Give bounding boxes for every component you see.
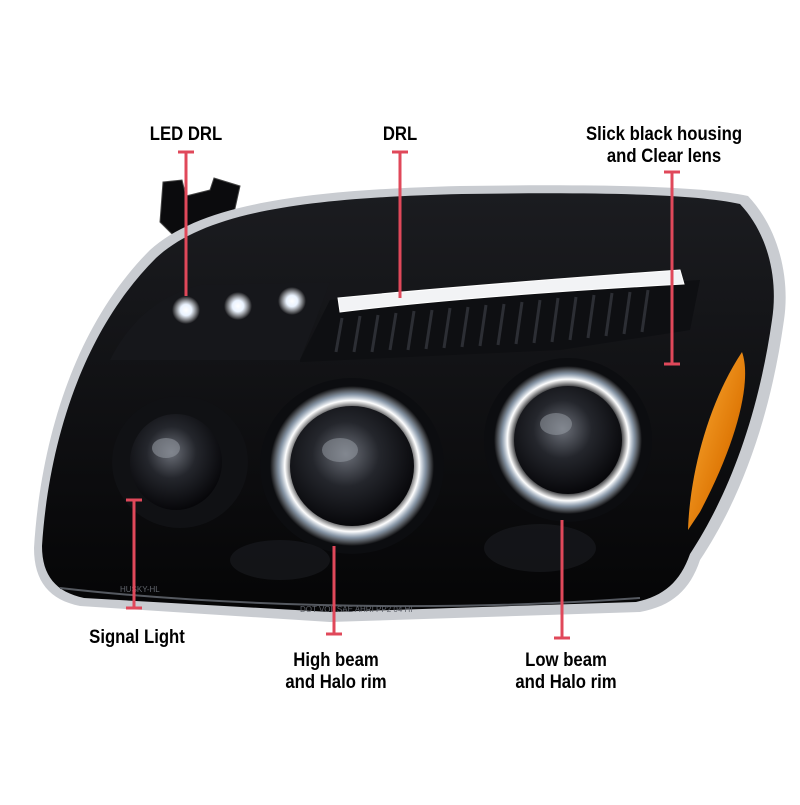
label-signal-light: Signal Light xyxy=(89,627,185,648)
label-led-drl: LED DRL xyxy=(149,124,223,145)
high-beam-projector xyxy=(260,378,444,554)
amber-marker xyxy=(688,352,746,530)
lens-marking-codes: DOT VOL SAE AHRI PP2 04 HI xyxy=(300,605,413,614)
label-high-beam: High beam and Halo rim xyxy=(285,650,387,693)
drl-strip xyxy=(337,269,685,313)
label-housing: Slick black housing and Clear lens xyxy=(585,124,743,167)
label-drl: DRL xyxy=(382,124,418,145)
low-beam-projector xyxy=(484,358,652,522)
signal-projector xyxy=(112,396,248,528)
lens-marking-model: HUSKY-HL xyxy=(120,585,160,594)
led-dots xyxy=(172,287,306,324)
callout-pointers xyxy=(126,150,680,640)
led-panel xyxy=(110,282,330,360)
drl-fins xyxy=(334,289,650,353)
label-low-beam: Low beam and Halo rim xyxy=(515,650,617,693)
